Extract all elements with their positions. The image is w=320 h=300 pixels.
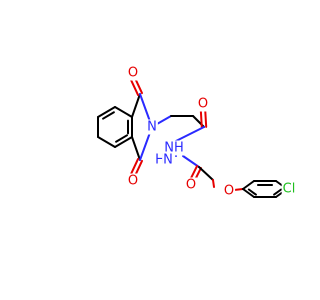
ring-bond <box>114 106 133 118</box>
ring-bond <box>242 180 255 190</box>
aromatic-bond <box>102 111 115 120</box>
ring-bond <box>242 188 255 198</box>
c-n-bond <box>173 126 205 143</box>
atom-o-label-background <box>126 65 140 81</box>
c-o-bond <box>212 179 215 188</box>
atom-n-label: N <box>163 153 173 168</box>
atom-n-label-background <box>162 152 174 168</box>
atom-n-label: N <box>147 120 157 135</box>
carbonyl-bond <box>190 165 199 180</box>
ring-bond <box>97 136 116 148</box>
carbonyl-bond <box>199 109 203 129</box>
atom-h-label-background <box>154 152 166 168</box>
ring-bond <box>131 136 141 161</box>
atom-o-label: O <box>224 184 234 199</box>
atom-nh-label-background <box>163 140 185 156</box>
atom-o-label: O <box>128 66 138 81</box>
n-c-bond <box>182 155 200 168</box>
atom-o-label-background <box>126 173 140 189</box>
carbonyl-bond <box>130 158 140 176</box>
ring-bond <box>97 106 116 118</box>
bonds <box>97 77 289 198</box>
atom-n-label-background <box>146 119 158 135</box>
atom-h-label: H <box>155 153 165 168</box>
aromatic-bond <box>273 188 283 196</box>
atom-o-label-background <box>184 177 198 193</box>
atom-o-label: O <box>186 178 196 193</box>
n-c-bond <box>156 115 172 125</box>
atom-nh-label: NH <box>164 141 184 156</box>
atom-o-label: O <box>198 97 208 112</box>
carbonyl-bond <box>133 77 143 95</box>
atom-o-label-background <box>222 183 236 199</box>
atom-cl-label-background <box>281 181 297 197</box>
atom-o-label-background <box>196 96 210 112</box>
atom-cl-label: Cl <box>283 182 296 197</box>
aromatic-bond <box>115 134 128 143</box>
ring-bond <box>131 93 141 118</box>
carbonyl-bond <box>133 159 143 177</box>
carbonyl-bond <box>204 108 208 128</box>
chain-bond <box>198 166 214 181</box>
atom-o-label: O <box>128 174 138 189</box>
ring-bond <box>114 136 133 148</box>
aromatic-bond <box>247 188 257 196</box>
carbonyl-bond <box>130 78 140 96</box>
